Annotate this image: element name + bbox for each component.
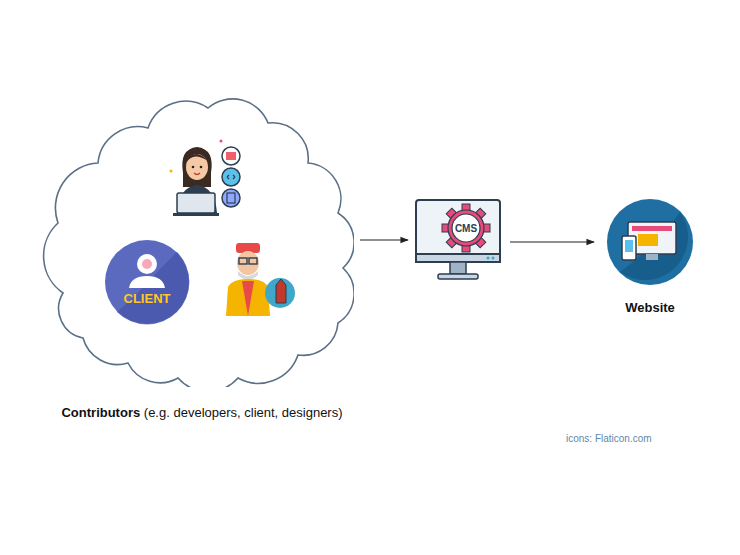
contributors-cloud-outline — [38, 93, 354, 387]
client-badge: CLIENT — [103, 238, 191, 326]
flow-arrow — [510, 241, 594, 242]
website-icon: Website — [598, 196, 702, 320]
flow-arrow — [360, 239, 408, 240]
node-label: CMS — [455, 223, 477, 234]
client-badge-outline — [103, 238, 191, 326]
heading-note: (e.g. developers, client, designers) — [144, 405, 343, 420]
cms-monitor-outline — [412, 192, 504, 288]
node-label: Website — [625, 300, 675, 315]
credit-note: icons: Flaticon.com — [566, 433, 652, 444]
cloud-heading: Contributors (e.g. developers, client, de… — [57, 403, 347, 422]
contributors-cloud: Contributors(e.g. developers, client, de… — [38, 93, 354, 387]
cms-monitor: CMS — [412, 192, 504, 288]
node-label: CLIENT — [124, 291, 171, 306]
heading-text: Contributors — [61, 405, 140, 420]
